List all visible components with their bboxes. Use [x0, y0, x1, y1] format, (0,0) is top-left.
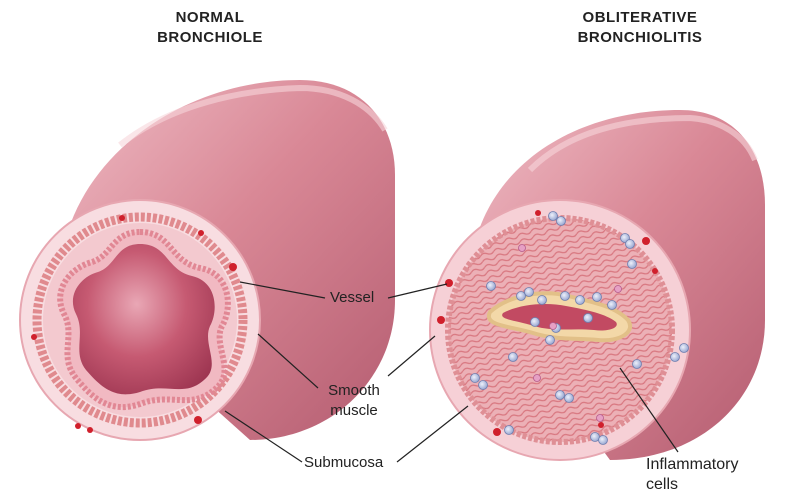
vessel	[229, 263, 237, 271]
vessel	[493, 428, 501, 436]
inflammatory-cells-label: Inflammatory cells	[646, 455, 738, 495]
vessel	[194, 416, 202, 424]
vessel	[598, 422, 604, 428]
vessel	[535, 210, 541, 216]
label-line: Smooth	[318, 381, 390, 401]
vessel	[642, 237, 650, 245]
vessel	[119, 215, 125, 221]
label-line: cells	[646, 475, 738, 495]
vessel	[445, 279, 453, 287]
obliterative-bronchiole	[430, 110, 765, 460]
submucosa-leader-right	[397, 406, 468, 462]
label-line: Inflammatory	[646, 455, 738, 475]
vessel	[198, 230, 204, 236]
label-line: muscle	[318, 401, 390, 421]
vessel	[87, 427, 93, 433]
vessel	[652, 268, 658, 274]
vessel	[75, 423, 81, 429]
submucosa-label: Submucosa	[304, 453, 383, 473]
smooth-muscle-label: Smooth muscle	[318, 381, 390, 421]
smooth-muscle-leader-right	[388, 336, 435, 376]
vessel-label: Vessel	[330, 288, 374, 308]
vessel	[31, 334, 37, 340]
vessel	[437, 316, 445, 324]
